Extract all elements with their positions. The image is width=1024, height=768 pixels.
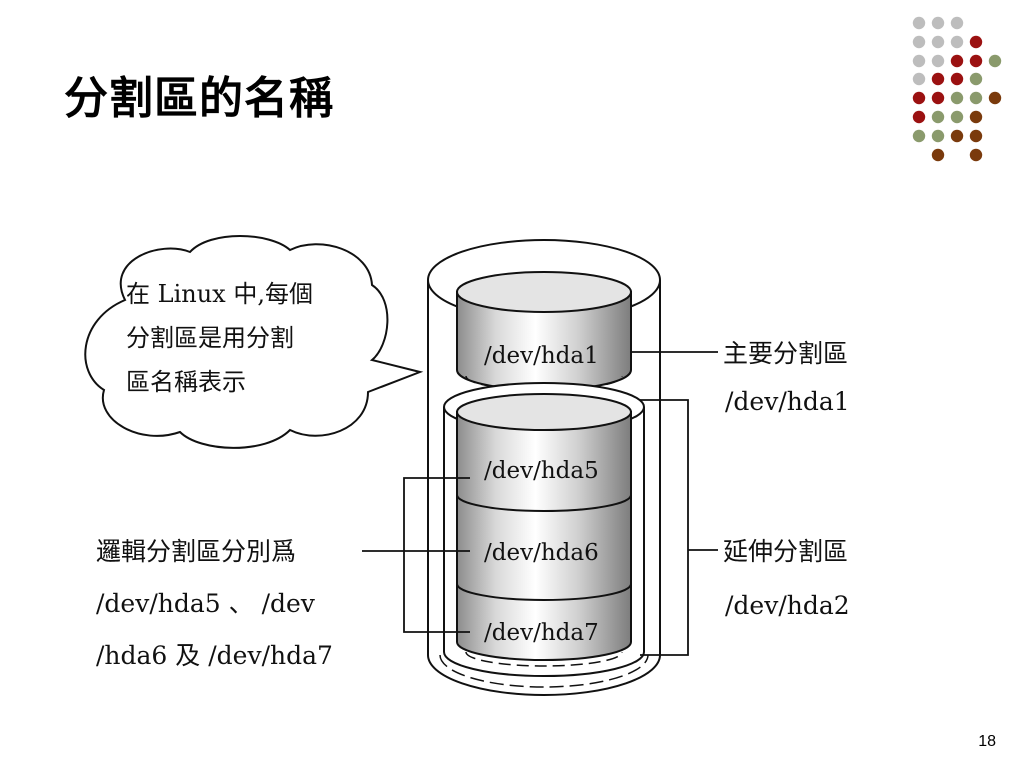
slide-title: 分割區的名稱 xyxy=(64,73,334,124)
decorative-dot xyxy=(969,54,983,68)
decorative-dot xyxy=(912,91,926,105)
decorative-dot xyxy=(912,72,926,86)
decorative-dot xyxy=(969,72,983,86)
decorative-dot xyxy=(950,72,964,86)
decorative-dot xyxy=(912,54,926,68)
primary-partition-hda1 xyxy=(456,271,632,391)
decorative-dot xyxy=(988,54,1002,68)
decorative-dot xyxy=(912,129,926,143)
decorative-dot xyxy=(988,91,1002,105)
decorative-dot xyxy=(950,129,964,143)
extended-partition-title: 延伸分割區 xyxy=(723,537,848,566)
decorative-dot xyxy=(931,54,945,68)
decorative-dot xyxy=(931,110,945,124)
logical-partition-line-3: /hda6 及 /dev/hda7 xyxy=(96,641,333,670)
decorative-dot xyxy=(969,91,983,105)
logical-partition-stack xyxy=(456,393,632,667)
page-number: 18 xyxy=(978,733,996,750)
partition-label-hda1: /dev/hda1 xyxy=(484,343,599,369)
decorative-dot xyxy=(950,54,964,68)
decorative-dot xyxy=(950,91,964,105)
decorative-dot xyxy=(931,129,945,143)
bubble-line-3: 區名稱表示 xyxy=(126,368,246,396)
decorative-dot xyxy=(931,16,945,30)
bubble-line-1: 在 Linux 中,每個 xyxy=(126,280,313,308)
decorative-dot xyxy=(931,148,945,162)
logical-partition-line-2: /dev/hda5 、 /dev xyxy=(96,589,316,618)
decorative-dot-grid xyxy=(912,16,1002,162)
decorative-dot xyxy=(969,129,983,143)
decorative-dot xyxy=(969,110,983,124)
speech-bubble xyxy=(84,235,424,449)
partition-label-hda7: /dev/hda7 xyxy=(484,620,599,646)
primary-partition-title: 主要分割區 xyxy=(723,339,848,368)
decorative-dot xyxy=(931,91,945,105)
decorative-dot xyxy=(912,35,926,49)
decorative-dot xyxy=(931,72,945,86)
decorative-dot xyxy=(950,16,964,30)
decorative-dot xyxy=(912,16,926,30)
decorative-dot xyxy=(950,35,964,49)
decorative-dot xyxy=(969,35,983,49)
primary-partition-device: /dev/hda1 xyxy=(725,387,850,416)
decorative-dot xyxy=(950,110,964,124)
logical-partition-line-1: 邏輯分割區分別爲 xyxy=(96,537,296,566)
decorative-dot xyxy=(969,148,983,162)
extended-partition-device: /dev/hda2 xyxy=(725,591,850,620)
decorative-dot xyxy=(931,35,945,49)
decorative-dot xyxy=(912,110,926,124)
connector-lines xyxy=(362,351,718,656)
bubble-line-2: 分割區是用分割 xyxy=(126,324,294,352)
partition-label-hda6: /dev/hda6 xyxy=(484,540,599,566)
partition-label-hda5: /dev/hda5 xyxy=(484,458,599,484)
